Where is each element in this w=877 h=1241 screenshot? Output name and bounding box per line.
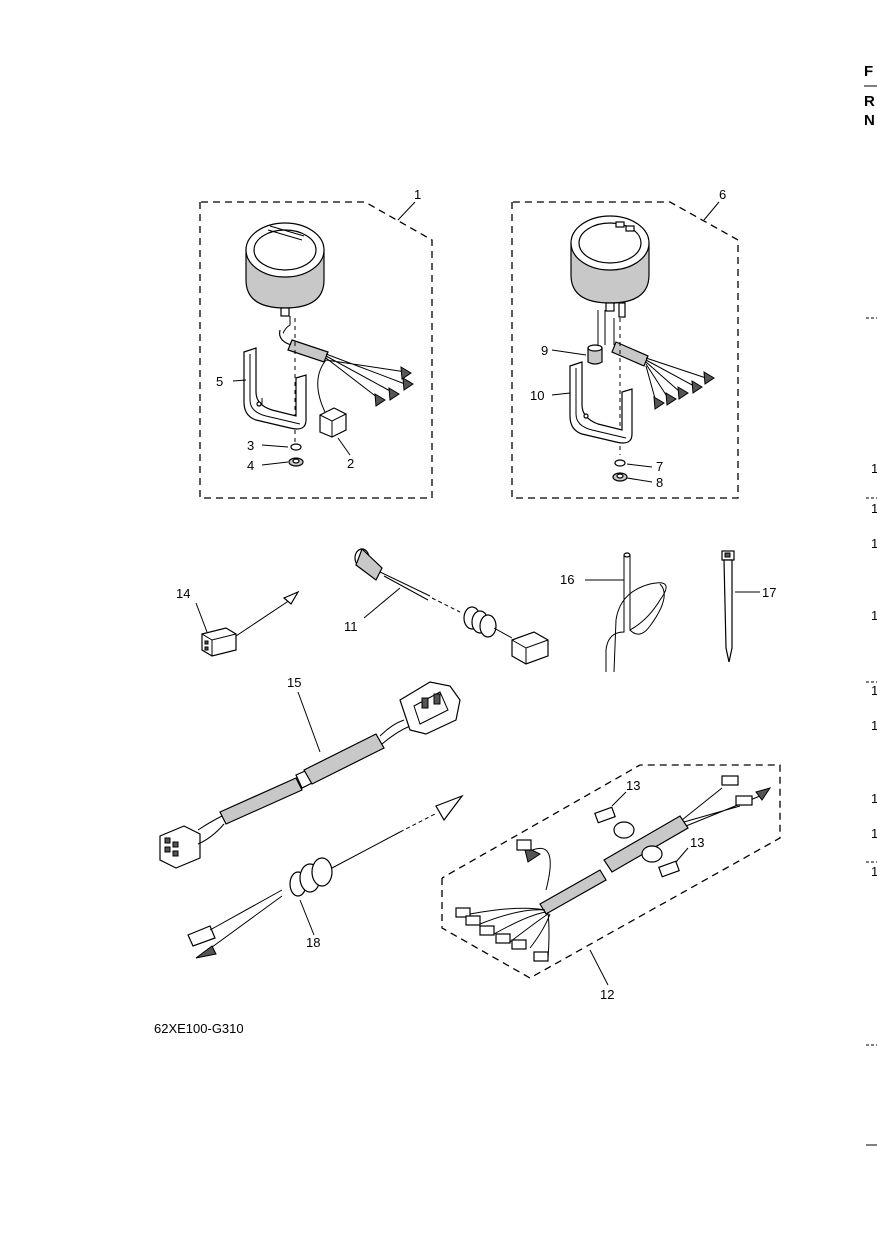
wire-harness-15 — [159, 681, 461, 869]
edge-num-7: 1 — [871, 791, 877, 806]
nut-4 — [288, 457, 304, 467]
edge-num-2: 1 — [871, 501, 877, 516]
callout-9: 9 — [541, 343, 548, 358]
callout-16: 16 — [560, 572, 574, 587]
edge-num-1: 1 — [871, 461, 877, 476]
terminal-13b — [658, 847, 689, 878]
right-edge-fragment: F R N 1 1 1 1 1 1 1 1 1 — [864, 63, 877, 1146]
edge-num-5: 1 — [871, 683, 877, 698]
edge-letter-f: F — [864, 63, 873, 80]
edge-num-9: 1 — [871, 864, 877, 879]
nut-8 — [612, 472, 628, 482]
tube-16 — [585, 552, 667, 673]
callout-15: 15 — [287, 675, 301, 690]
edge-num-8: 1 — [871, 826, 877, 841]
callout-6: 6 — [719, 187, 726, 202]
edge-num-4: 1 — [871, 608, 877, 623]
connector-2 — [317, 359, 347, 438]
callout-5: 5 — [216, 374, 223, 389]
kit-group-1 — [199, 201, 433, 499]
edge-num-6: 1 — [871, 718, 877, 733]
callout-2: 2 — [347, 456, 354, 471]
edge-letter-r: R — [864, 93, 875, 110]
washer-3 — [290, 443, 302, 451]
callout-17: 17 — [762, 585, 776, 600]
bracket-5 — [243, 347, 307, 430]
kit-group-6 — [511, 201, 739, 499]
callout-14: 14 — [176, 586, 190, 601]
callout-12: 12 — [600, 987, 614, 1002]
terminal-13a — [594, 791, 627, 824]
callout-3: 3 — [247, 438, 254, 453]
callout-11: 11 — [344, 619, 358, 634]
connector-cap-14 — [195, 590, 300, 657]
meter-gauge-1 — [245, 222, 325, 317]
grommet-9 — [587, 344, 603, 365]
cable-tie-17 — [721, 550, 760, 663]
extension-wire-11 — [354, 547, 549, 665]
callout-13a: 13 — [626, 778, 640, 793]
callout-18: 18 — [306, 935, 320, 950]
edge-letter-n: N — [864, 112, 875, 129]
meter-gauge-6 — [570, 215, 650, 318]
diagram-code: 62XE100-G310 — [154, 1021, 244, 1036]
callout-4: 4 — [247, 458, 254, 473]
callout-8: 8 — [656, 475, 663, 490]
callout-10: 10 — [530, 388, 544, 403]
washer-7 — [614, 459, 626, 467]
sensor-lead-18 — [187, 794, 464, 959]
bracket-10 — [569, 361, 633, 444]
callout-7: 7 — [656, 459, 663, 474]
callout-1: 1 — [414, 187, 421, 202]
kit-group-12 — [441, 764, 781, 986]
callout-13b: 13 — [690, 835, 704, 850]
edge-num-3: 1 — [871, 536, 877, 551]
